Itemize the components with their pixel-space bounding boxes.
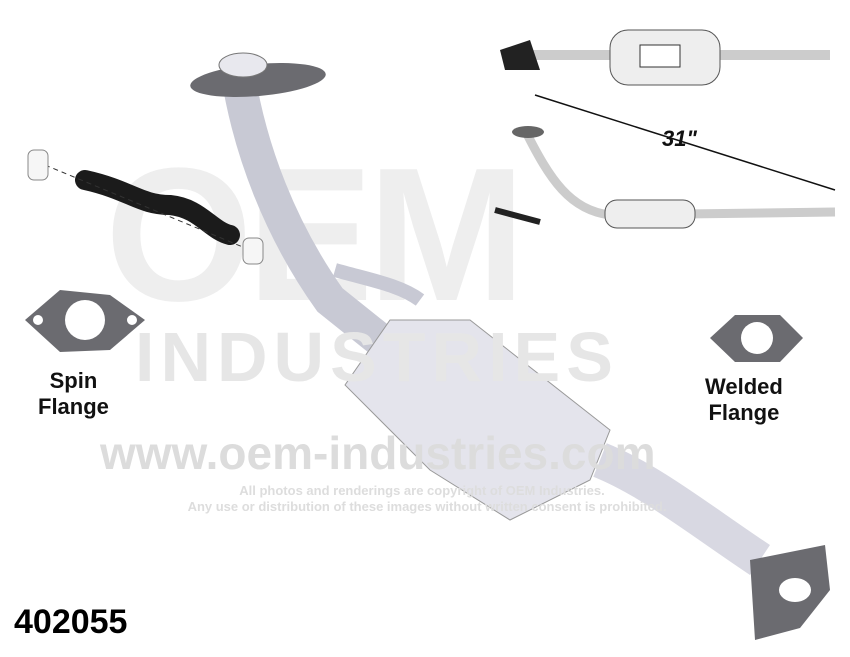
watermark-url: www.oem-industries.com [100,427,656,479]
watermark-company: INDUSTRIES [135,318,619,396]
copyright-line-2: Any use or distribution of these images … [187,499,667,514]
welded-flange-label: Welded Flange [705,374,783,425]
part-number: 402055 [14,603,128,641]
length-dimension: 31" [662,126,697,151]
spin-flange-label: Spin Flange [38,368,109,419]
copyright-line-1: All photos and renderings are copyright … [239,483,605,498]
